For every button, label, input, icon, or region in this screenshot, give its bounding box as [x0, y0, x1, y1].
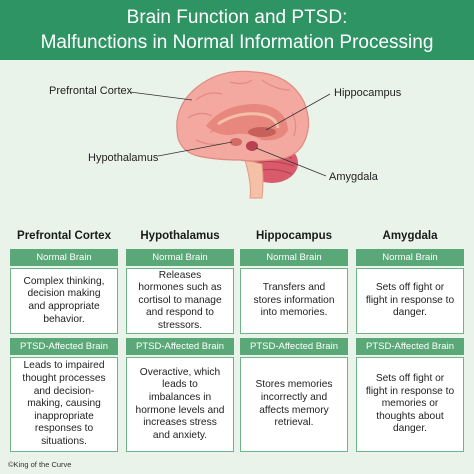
ptsd-description: Overactive, which leads to imbalances in… [126, 357, 234, 452]
hypothalamus-shape [230, 138, 242, 146]
ptsd-description: Leads to impaired thought processes and … [10, 357, 118, 452]
hippocampus-shape [248, 127, 276, 137]
normal-description: Sets off fight or flight in response to … [356, 268, 464, 334]
amygdala-shape [246, 141, 258, 151]
column-title-hypothalamus: Hypothalamus [140, 230, 220, 242]
hippocampus-leader [265, 93, 331, 131]
normal-description: Releases hormones such as cortisol to ma… [126, 268, 234, 334]
label-amygdala: Amygdala [329, 171, 378, 183]
column-title-hippocampus: Hippocampus [255, 230, 333, 242]
column-title-prefrontal: Prefrontal Cortex [17, 230, 111, 242]
brainstem-shape [244, 159, 264, 199]
hypothalamus-leader [157, 141, 233, 157]
brain-diagram: Prefrontal Cortex Hippocampus Hypothalam… [0, 60, 474, 220]
normal-brain-bar: Normal Brain [126, 249, 234, 266]
brain-illustration [129, 70, 331, 199]
amygdala-leader [255, 147, 327, 177]
ptsd-description: Stores memories incorrectly and affects … [240, 357, 348, 452]
normal-brain-bar: Normal Brain [356, 249, 464, 266]
normal-description: Complex thinking, decision making and ap… [10, 268, 118, 334]
label-hypothalamus: Hypothalamus [88, 152, 159, 164]
credit-text: ©King of the Curve [8, 460, 72, 469]
prefrontal-leader [129, 91, 193, 101]
ptsd-brain-bar: PTSD-Affected Brain [240, 338, 348, 355]
ptsd-brain-bar: PTSD-Affected Brain [126, 338, 234, 355]
ptsd-brain-bar: PTSD-Affected Brain [356, 338, 464, 355]
label-prefrontal-cortex: Prefrontal Cortex [49, 85, 133, 97]
page-title: Brain Function and PTSD: [126, 7, 348, 28]
normal-description: Transfers and stores information into me… [240, 268, 348, 334]
header-banner: Brain Function and PTSD: Malfunctions in… [0, 0, 474, 60]
label-hippocampus: Hippocampus [334, 87, 402, 99]
normal-brain-bar: Normal Brain [240, 249, 348, 266]
column-title-amygdala: Amygdala [382, 230, 438, 242]
ptsd-brain-bar: PTSD-Affected Brain [10, 338, 118, 355]
normal-brain-bar: Normal Brain [10, 249, 118, 266]
page-subtitle: Malfunctions in Normal Information Proce… [40, 32, 434, 53]
ptsd-description: Sets off fight or flight in response to … [356, 357, 464, 452]
